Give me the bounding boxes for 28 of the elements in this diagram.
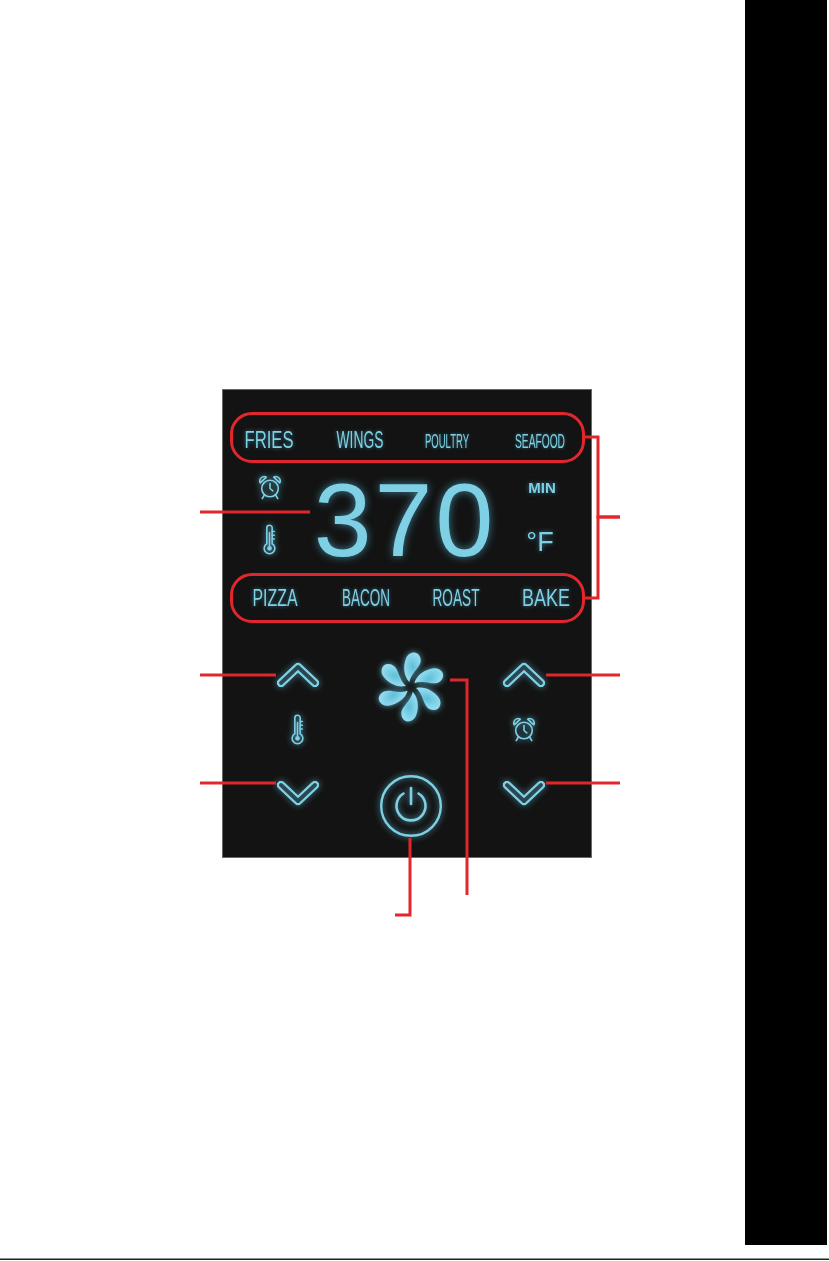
leader-line [585, 515, 620, 600]
preset-label: BACON [342, 586, 390, 610]
power-icon [379, 774, 443, 838]
highlight-frame [230, 573, 585, 623]
preset-label: WINGS [336, 428, 384, 452]
leader-line [200, 781, 276, 785]
control-panel [222, 389, 592, 858]
preset-label: SEAFOOD [515, 429, 565, 451]
highlight-frame [230, 412, 585, 463]
preset-label: FRIES [244, 428, 294, 452]
leader-line [200, 510, 310, 514]
unit-label: °F [526, 528, 554, 556]
leader-line [546, 673, 620, 677]
chevron-down-icon [502, 780, 546, 806]
chevron-up-icon [502, 662, 546, 688]
preset-label: POULTRY [425, 429, 469, 451]
preset-label: PIZZA [252, 586, 298, 610]
side-tab [745, 0, 827, 1245]
leader-line [200, 673, 276, 677]
chevron-up-icon [276, 662, 320, 688]
digital-display: 370 [310, 476, 500, 564]
preset-label: ROAST [432, 586, 480, 610]
chevron-down-icon [276, 780, 320, 806]
leader-line [395, 838, 412, 917]
preset-label: BAKE [522, 586, 570, 610]
leader-line [450, 678, 469, 895]
unit-label: MIN [528, 479, 556, 495]
leader-line [546, 781, 620, 785]
